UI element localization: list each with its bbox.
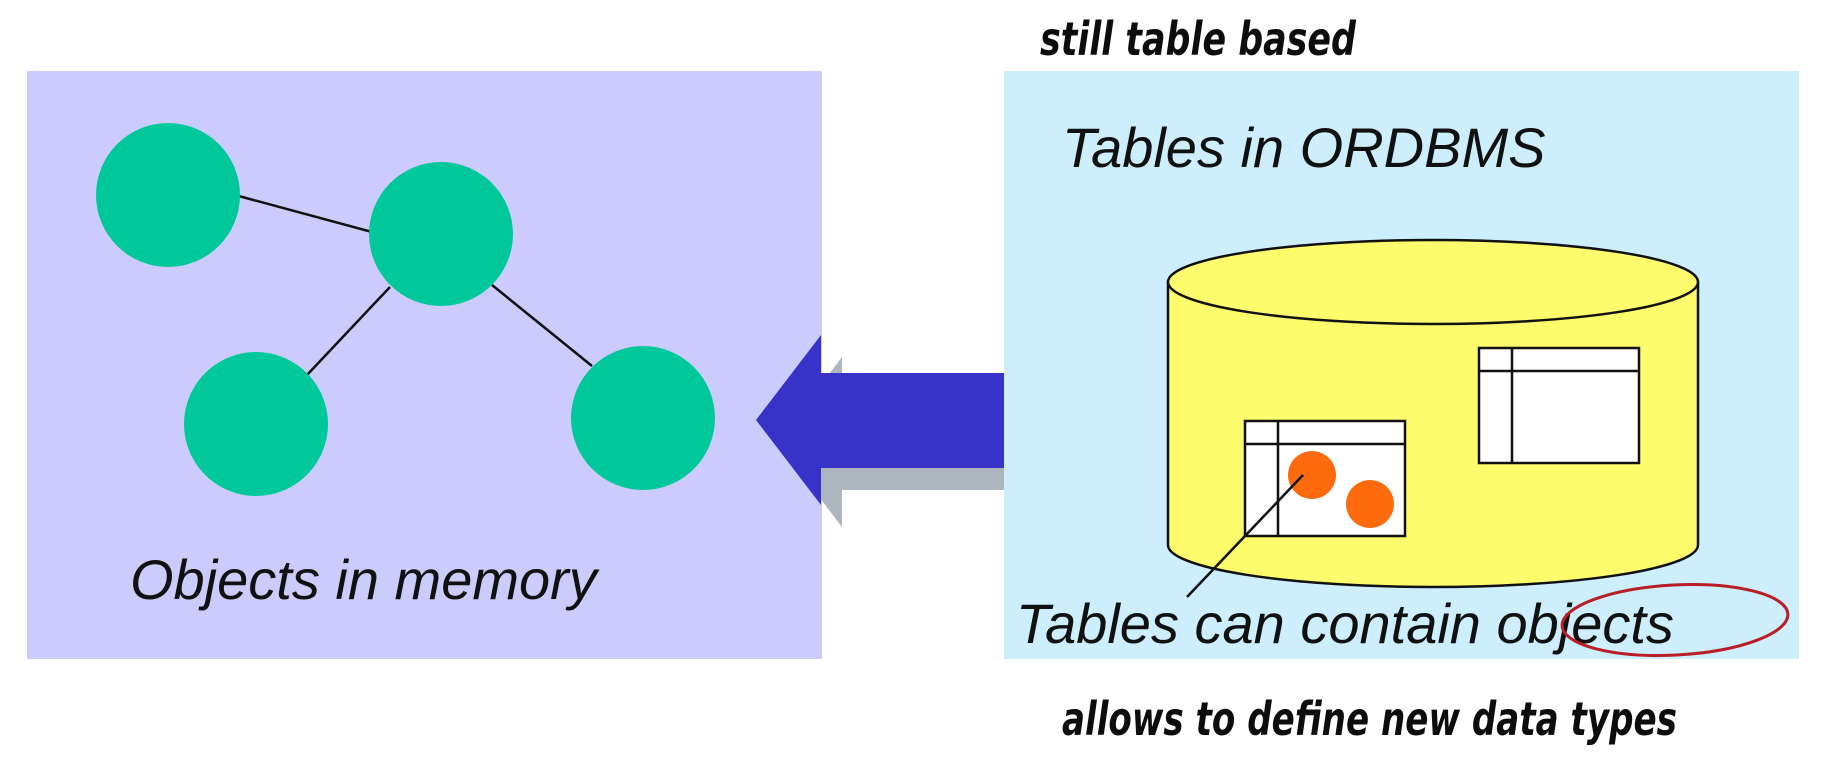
edge-node2-node3 (306, 286, 391, 376)
double-arrow-body (756, 335, 1069, 505)
right-panel-caption: Tables can contain objects (1016, 592, 1674, 655)
plain-table (1477, 346, 1641, 465)
highlight-circle (1560, 583, 1790, 657)
tables-in-ordbms-panel: Tables in ORDBMS Tables can contain obje… (1004, 71, 1799, 659)
object-node (571, 346, 715, 490)
table-with-objects (1243, 419, 1407, 538)
right-panel-title: Tables in ORDBMS (1062, 116, 1545, 179)
cylinder-top (1166, 238, 1700, 326)
table-object (1346, 480, 1394, 528)
pointer-line (1186, 474, 1304, 598)
object-node (96, 123, 240, 267)
caption-prefix: Tables can contain (1016, 592, 1496, 655)
object-node (369, 162, 513, 306)
bottom-handwritten-note: allows to define new data types (1062, 692, 1677, 746)
top-handwritten-note: still table based (1040, 12, 1357, 66)
table-frame (1477, 346, 1641, 465)
object-node (184, 352, 328, 496)
objects-in-memory-panel: Objects in memory (27, 71, 822, 659)
left-panel-caption: Objects in memory (130, 548, 600, 611)
table-object (1288, 451, 1336, 499)
edge-node2-node4 (491, 284, 593, 367)
edge-node1-node2 (234, 193, 373, 234)
